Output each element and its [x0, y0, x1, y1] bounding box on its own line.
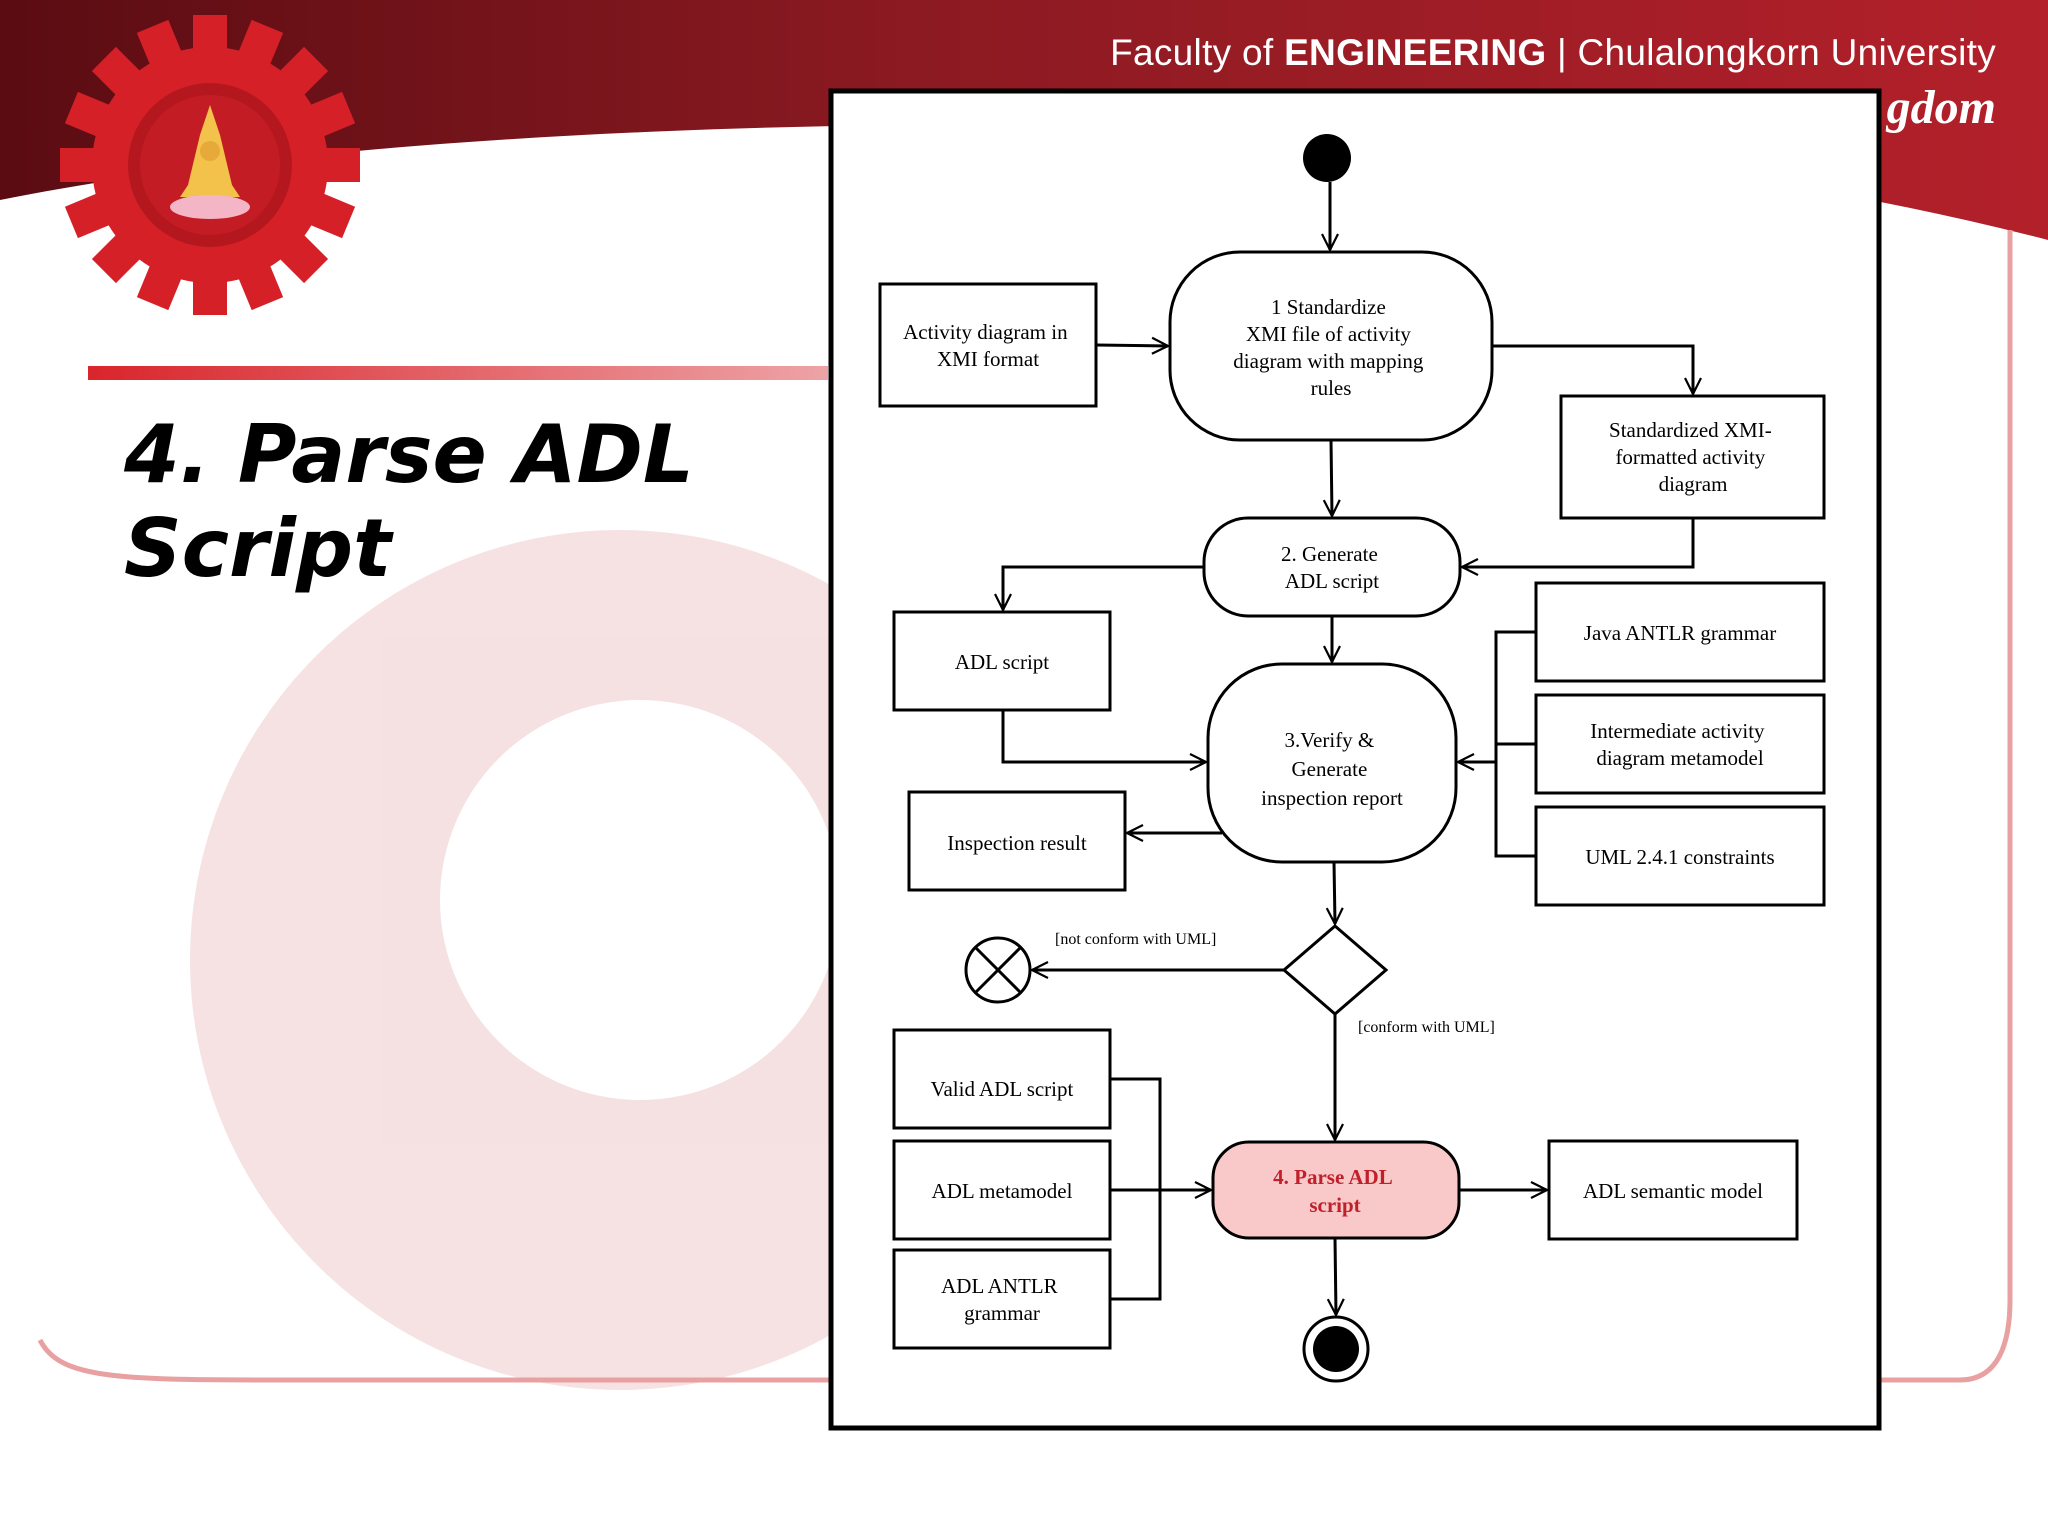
object-adl-semantic-label: ADL semantic model	[1583, 1179, 1763, 1203]
edge-resources-to-a3	[1458, 630, 1536, 858]
standardized-line2: formatted activity	[1615, 445, 1765, 469]
edge-standardized-to-a2	[1462, 518, 1695, 567]
object-uml-constraints	[1534, 805, 1826, 907]
standardized-line3: diagram	[1659, 472, 1728, 496]
guard-conform: [conform with UML]	[1358, 1019, 1495, 1036]
object-adl-script-label: ADL script	[955, 650, 1049, 674]
edge-a4-to-final	[1335, 1237, 1336, 1315]
a2-line2: ADL script	[1285, 569, 1379, 593]
a3-line2: Generate	[1291, 757, 1367, 781]
object-java-antlr-label: Java ANTLR grammar	[1584, 621, 1776, 645]
intermediate-line1: Intermediate activity	[1590, 719, 1765, 743]
a3-line3: inspection report	[1261, 786, 1403, 810]
adl-antlr-line2: grammar	[964, 1301, 1040, 1325]
action-standardize-xmi	[1168, 250, 1494, 442]
university-name: Chulalongkorn University	[1577, 32, 1996, 73]
a1-line2: XMI file of activity	[1246, 322, 1412, 346]
edge-activity-xmi-to-a1	[1095, 345, 1168, 346]
activity-diagram: 1 Standardize XMI file of activity diagr…	[828, 88, 1882, 1431]
a1-line4: rules	[1311, 376, 1352, 400]
object-activity-xmi	[878, 282, 1098, 408]
flow-final-node	[964, 936, 1032, 1004]
edge-inputs-to-a4	[1110, 1077, 1211, 1301]
object-activity-xmi-label: Activity diagram in XMI format	[903, 320, 1073, 371]
action-standardize-xmi-label: 1 Standardize XMI file of activity diagr…	[1233, 295, 1428, 400]
gear-emblem-icon	[60, 15, 360, 315]
standardized-line1: Standardized XMI-	[1609, 418, 1772, 442]
action-generate-adl	[1202, 516, 1462, 618]
activity-final-node	[1302, 1315, 1370, 1383]
edge-a3-to-decision	[1334, 861, 1335, 924]
edge-adl-script-to-a3	[1001, 710, 1206, 762]
slide-title-line2: Script	[124, 502, 392, 595]
slide-title: 4. Parse ADL Script	[124, 408, 694, 596]
object-java-antlr	[1534, 581, 1826, 683]
object-standardized-xmi	[1559, 394, 1826, 520]
action-parse-adl-label: 4. Parse ADL script	[1273, 1165, 1397, 1217]
object-inspection-result	[907, 790, 1127, 892]
edge-a1-to-standardized	[1492, 344, 1693, 394]
tagline-fragment: gdom	[1886, 81, 1996, 134]
object-adl-script	[892, 610, 1112, 712]
object-intermediate-metamodel-label: Intermediate activity diagram metamodel	[1590, 719, 1770, 770]
a2-line1: 2. Generate	[1281, 542, 1378, 566]
guard-not-conform: [not conform with UML]	[1055, 931, 1216, 948]
edge-a1-to-a2	[1331, 439, 1332, 516]
title-accent-line	[88, 366, 828, 380]
bottom-frame-curve	[37, 230, 2013, 1383]
intermediate-line2: diagram metamodel	[1596, 746, 1764, 770]
object-uml-constraints-label: UML 2.4.1 constraints	[1585, 845, 1774, 869]
activity-xmi-line1: Activity diagram in	[903, 320, 1068, 344]
object-intermediate-metamodel	[1534, 693, 1826, 795]
header-separator: |	[1546, 32, 1578, 73]
activity-xmi-line2: XMI format	[937, 347, 1039, 371]
slide-title-line1: 4. Parse ADL	[124, 408, 694, 501]
object-valid-adl-label: Valid ADL script	[931, 1077, 1074, 1101]
object-adl-semantic	[1547, 1139, 1799, 1241]
a1-line1: 1 Standardize	[1271, 295, 1386, 319]
faculty-name: ENGINEERING	[1284, 32, 1547, 73]
adl-antlr-line1: ADL ANTLR	[941, 1274, 1057, 1298]
a3-line1: 3.Verify &	[1284, 728, 1374, 752]
faculty-header: Faculty of ENGINEERING | Chulalongkorn U…	[1110, 32, 1996, 74]
object-standardized-xmi-label: Standardized XMI- formatted activity dia…	[1609, 418, 1777, 496]
edge-a2-to-adl-script	[1003, 565, 1204, 610]
object-adl-antlr-label: ADL ANTLR grammar	[941, 1274, 1063, 1325]
action-generate-adl-label: 2. Generate ADL script	[1281, 542, 1383, 593]
object-adl-metamodel-label: ADL metamodel	[932, 1179, 1073, 1203]
action-verify-label: 3.Verify & Generate inspection report	[1261, 728, 1403, 810]
object-adl-antlr	[892, 1248, 1112, 1350]
action-parse-adl	[1211, 1140, 1461, 1240]
a4-line2: script	[1309, 1193, 1360, 1217]
faculty-prefix: Faculty of	[1110, 32, 1285, 73]
a4-line1: 4. Parse ADL	[1273, 1165, 1393, 1189]
start-node	[1303, 134, 1351, 182]
a1-line3: diagram with mapping	[1233, 349, 1424, 373]
object-inspection-result-label: Inspection result	[947, 831, 1087, 855]
